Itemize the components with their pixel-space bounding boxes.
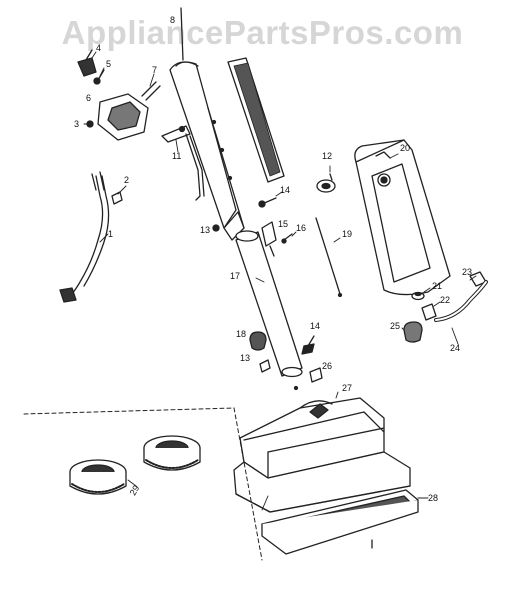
callout-15: 15 — [278, 219, 289, 229]
brush-group-outline — [23, 407, 263, 561]
leader-lines — [83, 51, 477, 511]
callout-14-upper: 14 — [280, 185, 291, 195]
fitting-part-22 — [421, 303, 437, 321]
callout-22: 22 — [440, 295, 451, 305]
callout-4: 4 — [96, 43, 102, 53]
cap-part-21 — [411, 291, 425, 301]
callout-20: 20 — [400, 143, 411, 153]
tank-part-20 — [354, 139, 451, 296]
motor-housing-part-27 — [233, 397, 411, 513]
callout-1: 1 — [108, 229, 114, 239]
callout-17: 17 — [230, 271, 241, 281]
cord-hook-bar-part — [227, 57, 285, 183]
handle-grip-part — [169, 7, 245, 241]
hose-part-24 — [434, 280, 488, 322]
callout-25: 25 — [390, 321, 401, 331]
callout-23: 23 — [462, 267, 473, 277]
screw-part-14-upper — [258, 197, 277, 208]
screw-part-2 — [111, 191, 123, 205]
callout-21: 21 — [432, 281, 443, 291]
callout-18: 18 — [236, 329, 247, 339]
screw-part-14-lower — [301, 335, 315, 355]
callout-8: 8 — [170, 15, 176, 25]
callout-19: 19 — [342, 229, 353, 239]
callout-27: 27 — [342, 383, 353, 393]
callout-26: 26 — [322, 361, 333, 371]
screw-part-13-upper — [212, 224, 220, 232]
callout-28: 28 — [428, 493, 439, 503]
lower-tube-part-17 — [235, 230, 303, 391]
pins-part-7 — [141, 81, 161, 101]
callout-16: 16 — [296, 223, 307, 233]
screw-part-13-lower — [259, 359, 271, 373]
clamp-part-15 — [261, 221, 277, 257]
brush-part-29-right — [143, 435, 201, 471]
callout-11: 11 — [172, 151, 182, 161]
rod-part-11 — [161, 125, 205, 201]
clip-part-26 — [309, 367, 323, 383]
callout-2: 2 — [124, 175, 130, 185]
knob-part-25 — [403, 321, 423, 343]
knob-part-18 — [249, 331, 267, 351]
brush-part-29-left — [69, 459, 127, 495]
callout-12: 12 — [322, 151, 333, 161]
callout-13-upper: 13 — [200, 225, 211, 235]
callout-6: 6 — [86, 93, 92, 103]
ring-part-12 — [316, 173, 336, 193]
rod-part-19 — [315, 217, 343, 298]
cord-part-1 — [59, 171, 110, 303]
watermark: AppliancePartsPros.com — [61, 14, 464, 51]
callout-14-lower: 14 — [310, 321, 321, 331]
bracket-part-6 — [86, 93, 149, 141]
callout-13-lower: 13 — [240, 353, 251, 363]
tray-part-28 — [261, 489, 419, 555]
callout-7: 7 — [152, 65, 158, 75]
callout-24: 24 — [450, 343, 461, 353]
screw-part-16 — [281, 233, 293, 244]
callout-5: 5 — [106, 59, 112, 69]
clip-part-4 — [77, 49, 97, 77]
callout-3: 3 — [74, 119, 80, 129]
